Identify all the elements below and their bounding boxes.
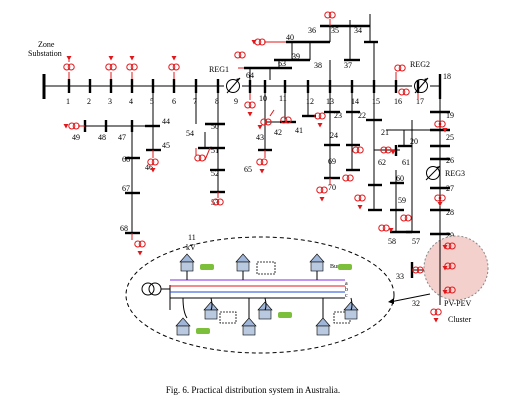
bus-label-45: 45: [162, 141, 170, 150]
bus-label-4: 4: [129, 97, 133, 106]
voltage-label-2: kV: [186, 243, 196, 252]
main-bus-bars: [67, 74, 442, 99]
bus-label-10: 10: [259, 94, 267, 103]
bus-label-44: 44: [162, 117, 170, 126]
bus-label-28: 28: [446, 208, 454, 217]
regulator-reg2: REG2: [410, 60, 430, 94]
cluster-label-1: PV-PEV: [444, 299, 471, 308]
bus-label-43: 43: [256, 133, 264, 142]
bus-label-20: 20: [410, 137, 418, 146]
bus-label-39: 39: [292, 52, 300, 61]
upper-bus-labels: 64 63 39 40 38 37 36 35 34: [246, 26, 362, 80]
zone-substation-label-2: Substation: [28, 49, 62, 58]
bus-label-1: 1: [66, 97, 70, 106]
bus-label-46: 46: [145, 163, 153, 172]
regulator-reg1: REG1: [209, 65, 241, 94]
bus-label-59: 61: [402, 158, 410, 167]
bus-label-24: 24: [330, 131, 338, 140]
left-bus-labels: 49 48 47 44 45 46 66 67 68 50 51 52 53 5…: [72, 117, 252, 233]
bus-label-7: 7: [193, 97, 197, 106]
bus-label-16: 16: [394, 97, 402, 106]
bus-label-18: 18: [443, 72, 451, 81]
bus-label-47: 47: [118, 133, 126, 142]
inset-phase-c: c: [345, 293, 348, 299]
bus-label-41: 41: [295, 126, 303, 135]
reg1-label: REG1: [209, 65, 229, 74]
zone-substation-label-1: Zone: [38, 40, 55, 49]
bus-label-17: 17: [416, 97, 424, 106]
bus-label-67: 67: [122, 184, 130, 193]
bus-label-60: 62: [378, 158, 386, 167]
bus-label-5: 5: [150, 97, 154, 106]
figure-caption: Fig. 6. Practical distribution system in…: [165, 385, 341, 395]
bus-label-56: 58: [388, 237, 396, 246]
regulator-reg3: REG3: [425, 165, 465, 181]
bus-label-55: 57: [412, 237, 420, 246]
bus-label-61: 69: [328, 157, 336, 166]
bus-label-50: 50: [211, 122, 219, 131]
bus-label-58: 60: [396, 174, 404, 183]
bus-label-32: 32: [412, 299, 420, 308]
reg3-label: REG3: [445, 169, 465, 178]
bus-label-15: 15: [372, 97, 380, 106]
left-laterals-loads: [63, 122, 224, 256]
bus-label-14: 14: [351, 97, 359, 106]
bus-label-65: 65: [244, 165, 252, 174]
bus-label-49: 49: [72, 133, 80, 142]
upper-branch-loads: [234, 11, 336, 117]
bus-label-6: 6: [172, 97, 176, 106]
bus-label-36: 36: [308, 26, 316, 35]
bus-label-33: 33: [396, 272, 404, 281]
bus-label-19: 19: [446, 111, 454, 120]
bus-label-9: 9: [234, 97, 238, 106]
bus-label-64: 64: [246, 71, 254, 80]
bus-label-62: 70: [328, 183, 336, 192]
reg2-label: REG2: [410, 60, 430, 69]
bus-label-48: 48: [98, 133, 106, 142]
upper-branch: [244, 14, 378, 80]
bus-label-34: 34: [354, 26, 362, 35]
cluster-label-2: Cluster: [448, 315, 471, 324]
bus-label-8: 8: [215, 97, 219, 106]
bus-label-26: 26: [446, 156, 454, 165]
bus-label-23: 23: [334, 111, 342, 120]
bus-label-51: 51: [211, 146, 219, 155]
left-laterals: [83, 93, 225, 235]
middle-laterals-loads: [256, 109, 412, 233]
bus-label-29: 29: [446, 231, 454, 240]
bus-label-38: 38: [314, 61, 322, 70]
bus-label-52: 52: [211, 169, 219, 178]
bus-label-35: 35: [331, 26, 339, 35]
bus-label-11: 11: [279, 94, 287, 103]
bus-label-12: 12: [306, 97, 314, 106]
middle-bus-labels: 42 43 41 24 23 22 21 69 70 62 61 60 59 5…: [256, 111, 420, 246]
bus-label-54: 54: [186, 129, 194, 138]
pv-pev-cluster: PV-PEV Cluster: [423, 235, 489, 324]
bus-label-27: 27: [446, 184, 454, 193]
bus-label-63: 63: [278, 59, 286, 68]
inset-houses-bottom: [175, 297, 359, 336]
bus-label-3: 3: [108, 97, 112, 106]
bus-label-22: 22: [358, 111, 366, 120]
inset-phase-b: b: [345, 287, 348, 293]
bus-label-25: 25: [446, 133, 454, 142]
bus-label-57: 59: [398, 196, 406, 205]
main-bus-labels: 1 2 3 4 5 6 7 8 9 10 11 12 13 14 15 16 1…: [66, 72, 451, 106]
bus-label-40: 40: [286, 33, 294, 42]
voltage-label-1: 11: [188, 233, 196, 242]
inset-houses-top: [179, 253, 352, 280]
bus-label-53: 53: [211, 198, 219, 207]
bus-label-2: 2: [87, 97, 91, 106]
bus-label-37: 37: [344, 61, 352, 70]
inset-bus-label: Bus i: [330, 264, 343, 270]
lv-network-inset: 11 kV Bus i a b c: [125, 233, 395, 354]
bus-label-68: 68: [120, 224, 128, 233]
main-feeder-loads: [63, 56, 419, 100]
inset-phase-a: a: [345, 281, 348, 287]
bus-label-66: 66: [122, 155, 130, 164]
bus-label-21: 21: [381, 128, 389, 137]
bus-label-42: 42: [274, 128, 282, 137]
